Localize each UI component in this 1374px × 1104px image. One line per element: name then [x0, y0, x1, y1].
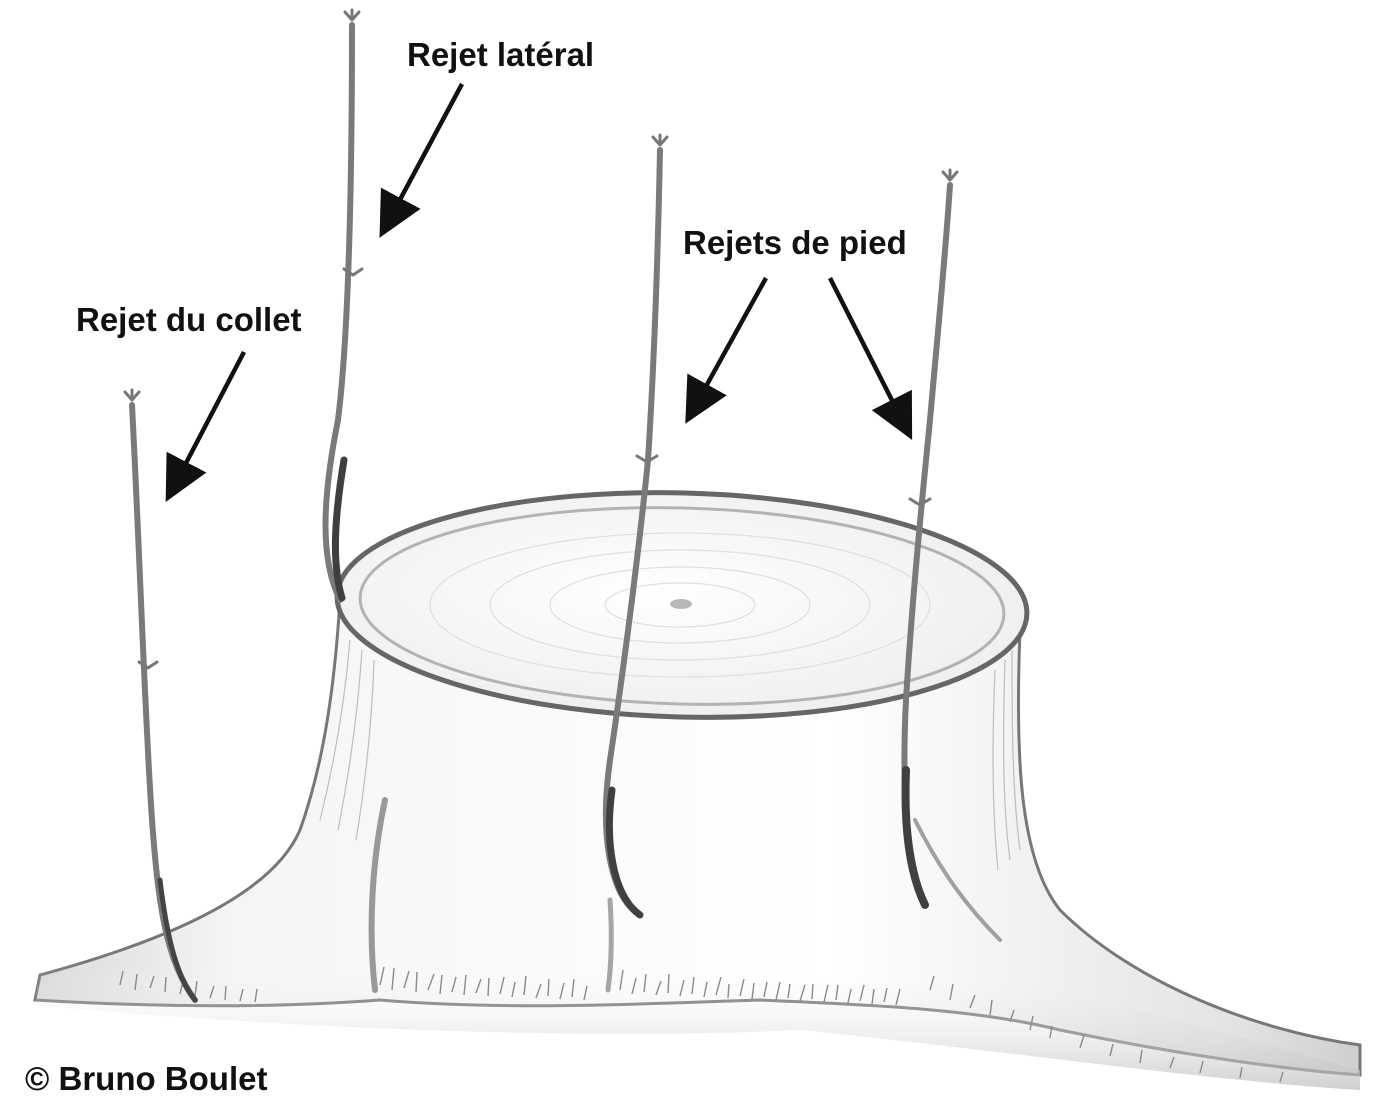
arrows [174, 84, 904, 486]
shoot-lateral [326, 10, 363, 600]
shoot-collet [125, 390, 195, 1000]
stump [35, 484, 1360, 1090]
arrow-lateral [388, 84, 462, 222]
arrow-pied-right [830, 278, 904, 424]
stump-pith [670, 599, 692, 609]
label-rejet-lateral: Rejet latéral [407, 36, 594, 73]
copyright: © Bruno Boulet [25, 1060, 267, 1097]
arrow-pied-left [694, 278, 766, 408]
label-rejet-collet: Rejet du collet [76, 301, 302, 338]
label-rejets-pied: Rejets de pied [683, 224, 907, 261]
arrow-collet [174, 352, 244, 486]
